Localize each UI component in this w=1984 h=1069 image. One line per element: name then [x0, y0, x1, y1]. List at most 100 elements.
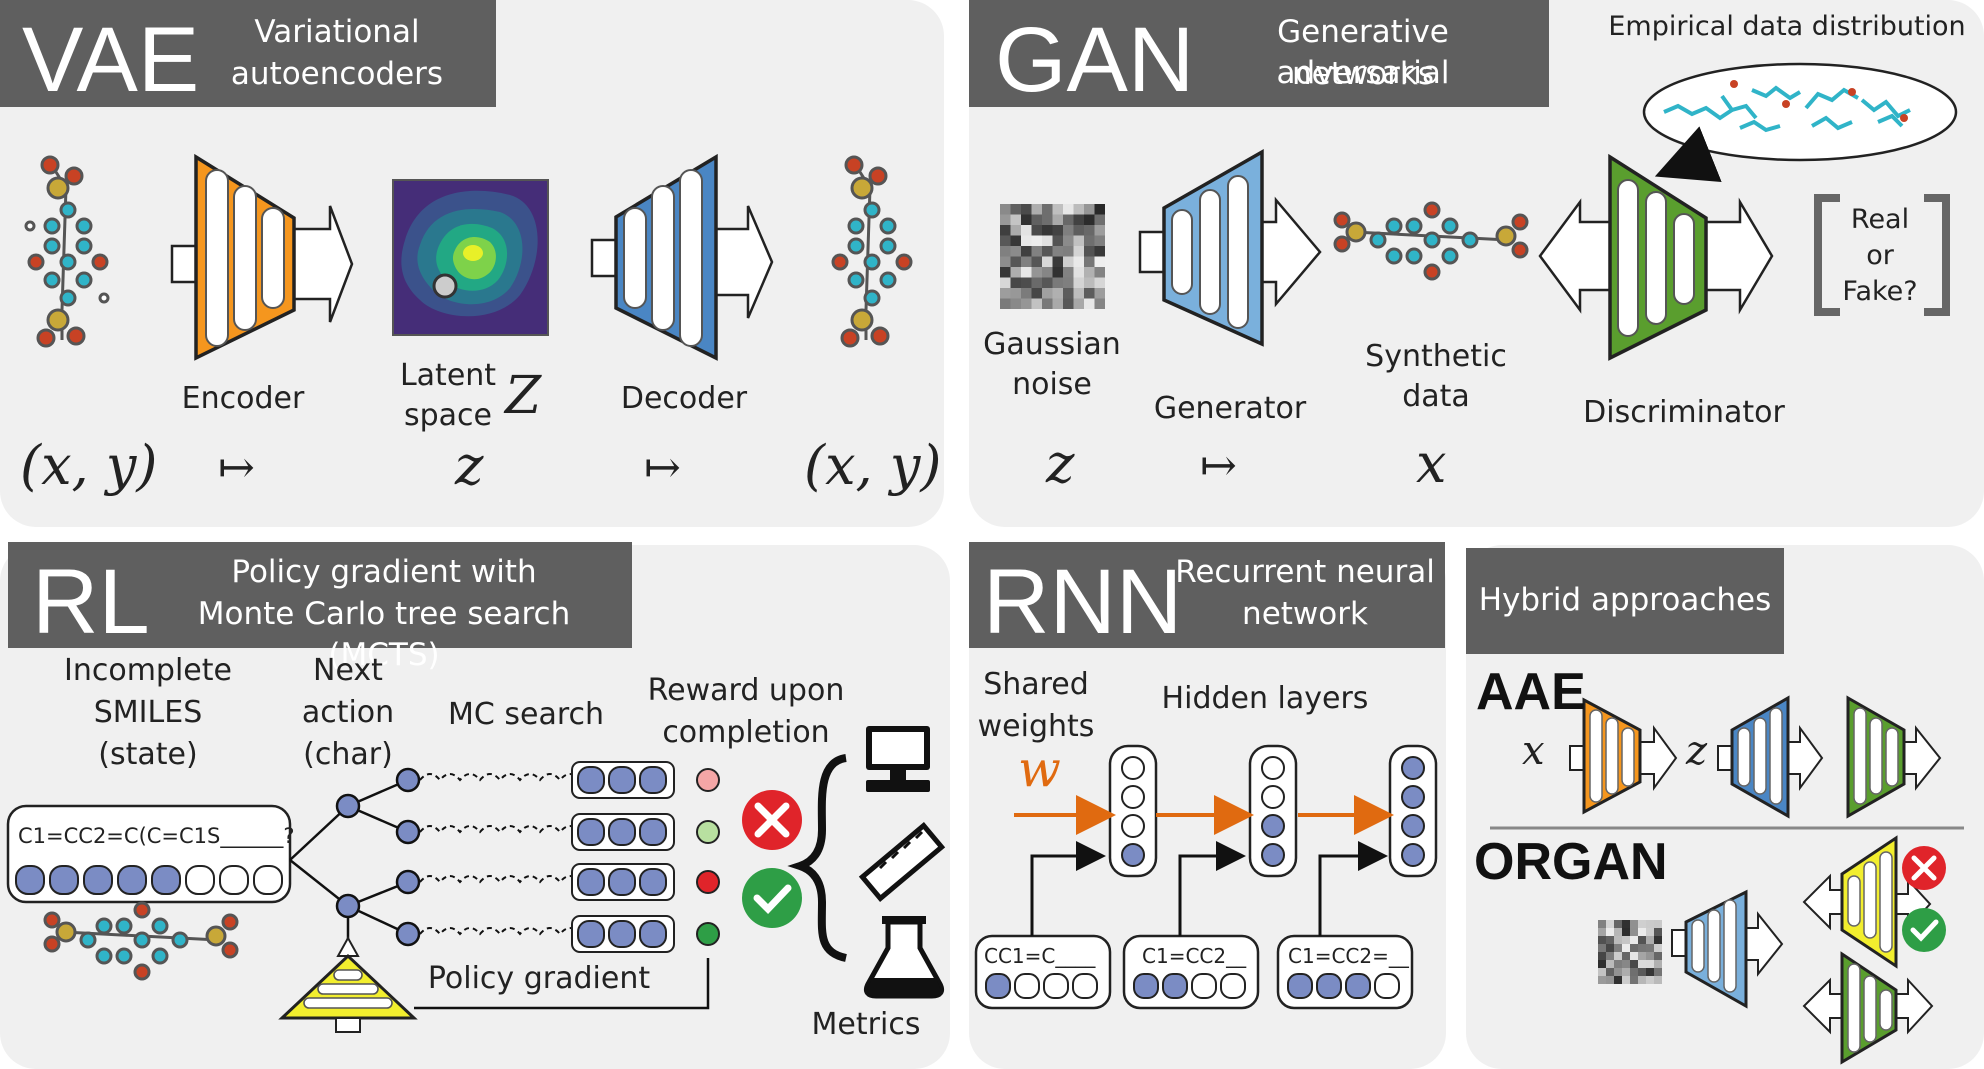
organ-policy-icon — [1802, 835, 1932, 969]
rnn-unit — [1261, 756, 1285, 780]
mc-search-label: MC search — [447, 697, 605, 732]
noise-pixel — [1622, 976, 1630, 984]
noise-pixel — [1052, 298, 1063, 309]
smiles-token — [49, 865, 79, 895]
noise-pixel — [1630, 928, 1638, 936]
hybrid-title: Hybrid approaches — [1478, 582, 1772, 618]
gan-title-line2: networks — [1291, 56, 1435, 92]
vae-math-input: (x, y) — [20, 434, 158, 497]
noise-pixel — [1031, 298, 1042, 309]
ruler-icon — [858, 822, 946, 902]
noise-pixel — [1598, 936, 1606, 944]
noise-pixel — [1052, 225, 1063, 236]
noise-pixel — [1638, 952, 1646, 960]
noise-pixel — [1646, 976, 1654, 984]
latent-symbol: Z — [505, 366, 542, 426]
vae-math-latent: z — [455, 434, 484, 497]
noise-pixel — [1614, 920, 1622, 928]
rnn-unit — [1261, 814, 1285, 838]
metrics-brace-icon — [787, 754, 848, 962]
noise-label-line2: noise — [1012, 367, 1092, 402]
smiles-token — [253, 865, 283, 895]
aae-decoder-icon — [1717, 695, 1824, 819]
noise-pixel — [1598, 976, 1606, 984]
gan-abbr: GAN — [995, 9, 1195, 111]
organ-discriminator-icon — [1802, 951, 1934, 1065]
noise-pixel — [1606, 960, 1614, 968]
noise-pixel — [1646, 920, 1654, 928]
next-label-line2: action — [301, 695, 395, 730]
rnn-input-token — [1287, 973, 1313, 999]
noise-pixel — [1031, 277, 1042, 288]
noise-pixel — [1094, 235, 1105, 246]
noise-pixel — [1654, 920, 1662, 928]
rnn-abbr: RNN — [983, 551, 1183, 653]
noise-pixel — [1063, 204, 1074, 215]
rl-title-line2: Monte Carlo tree search (MCTS) — [197, 596, 571, 673]
vae-latent-space-icon — [392, 179, 549, 336]
noise-pixel — [1031, 225, 1042, 236]
noise-pixel — [1010, 267, 1021, 278]
synthetic-molecule-icon — [1333, 201, 1529, 281]
smiles-token — [185, 865, 215, 895]
noise-pixel — [1654, 944, 1662, 952]
noise-pixel — [1042, 246, 1053, 257]
noise-pixel — [1052, 288, 1063, 299]
noise-pixel — [1042, 298, 1053, 309]
rnn-unit — [1401, 756, 1425, 780]
rl-header: RL Policy gradient with Monte Carlo tree… — [8, 542, 632, 673]
noise-pixel — [1638, 944, 1646, 952]
vae-encoder-icon — [170, 153, 354, 361]
noise-pixel — [1010, 235, 1021, 246]
noise-pixel — [1614, 936, 1622, 944]
flask-icon — [863, 916, 945, 999]
noise-pixel — [1031, 246, 1042, 257]
noise-pixel — [1094, 288, 1105, 299]
rnn-unit — [1401, 785, 1425, 809]
shared-label-line2: weights — [977, 709, 1095, 744]
rnn-title-line2: network — [1242, 596, 1368, 632]
noise-pixel — [1073, 235, 1084, 246]
noise-pixel — [1031, 256, 1042, 267]
rnn-title-line1: Recurrent neural — [1175, 554, 1435, 590]
noise-pixel — [1063, 298, 1074, 309]
reward-label-line1: Reward upon — [647, 673, 845, 708]
mc-search-path — [419, 927, 581, 936]
noise-pixel — [1646, 928, 1654, 936]
rollout-token — [608, 766, 636, 794]
noise-pixel — [1614, 944, 1622, 952]
organ-label: ORGAN — [1474, 833, 1668, 891]
rnn-input-token — [1374, 973, 1400, 999]
mc-search-path — [419, 773, 581, 782]
metrics-label: Metrics — [811, 1007, 921, 1042]
rnn-input-token — [1133, 973, 1159, 999]
noise-pixel — [1000, 235, 1011, 246]
discriminator-label: Discriminator — [1583, 395, 1785, 430]
noise-pixel — [1654, 968, 1662, 976]
generator-icon — [1138, 148, 1322, 347]
rnn-unit — [1401, 843, 1425, 867]
noise-pixel — [1614, 968, 1622, 976]
noise-pixel — [1010, 277, 1021, 288]
noise-pixel — [1630, 960, 1638, 968]
noise-pixel — [1654, 960, 1662, 968]
noise-pixel — [1042, 277, 1053, 288]
vae-decoder-icon — [590, 153, 774, 361]
noise-pixel — [1073, 214, 1084, 225]
mc-search-path — [419, 875, 581, 884]
noise-pixel — [1638, 936, 1646, 944]
noise-pixel — [1052, 204, 1063, 215]
rnn-input-token — [1220, 973, 1246, 999]
latent-label-line2: space — [403, 398, 492, 433]
next-label-line1: Next — [313, 653, 383, 688]
tree-nodes — [335, 767, 421, 947]
hidden-label: Hidden layers — [1161, 681, 1369, 716]
noise-pixel — [1000, 246, 1011, 257]
smiles-token — [219, 865, 249, 895]
noise-pixel — [1614, 928, 1622, 936]
real-fake-brackets-icon — [1814, 194, 1950, 316]
noise-pixel — [1638, 928, 1646, 936]
noise-pixel — [1073, 225, 1084, 236]
rl-title-line1: Policy gradient with — [231, 554, 537, 590]
noise-pixel — [1063, 267, 1074, 278]
